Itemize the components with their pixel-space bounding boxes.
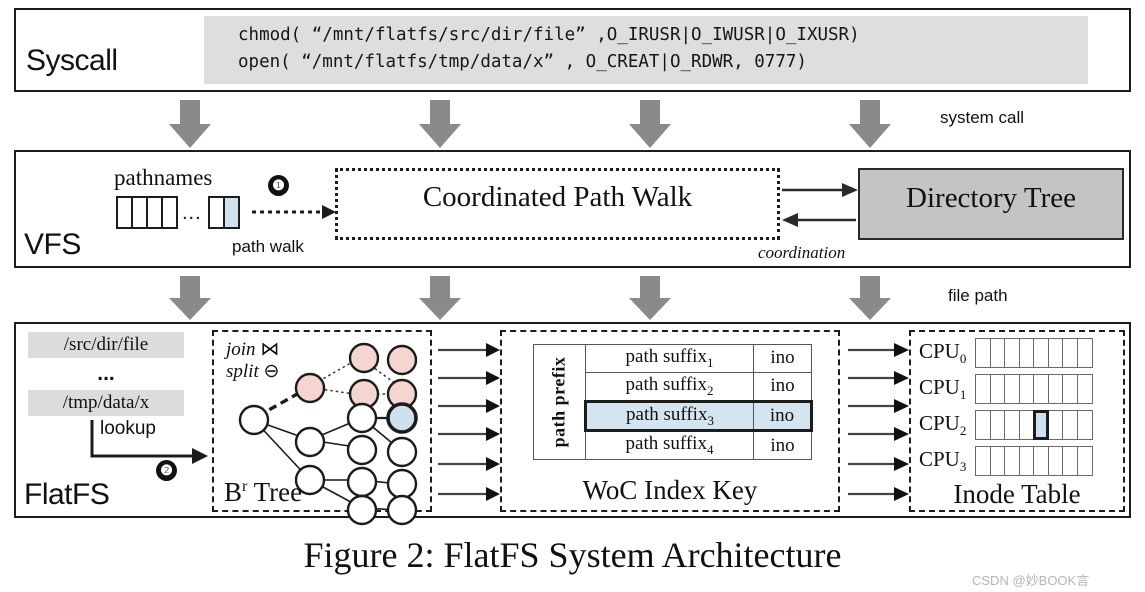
tree-op-split-label: split [226,361,259,382]
pathnames-cells: ... [116,196,240,229]
step-1-badge: ❶ [268,175,289,196]
inode-cpu-row: CPU2 [919,410,1093,440]
inode-cell [1076,338,1093,368]
join-symbol-icon: ⋈ [260,339,280,360]
directory-tree-box [858,168,1124,240]
inode-cell-active [1033,410,1049,440]
woc-ino-cell: ino [753,344,812,373]
cpu-label-index: 3 [959,459,967,475]
woc-ino-cell: ino [753,371,812,402]
pathname-cell [161,196,178,229]
br-tree-title-rest: Tree [247,477,303,507]
path-walk-label: path walk [232,237,304,256]
coordination-label: coordination [758,243,846,262]
inode-cpu-row: CPU3 [919,446,1093,476]
woc-path-prefix-label: path prefix [548,356,569,448]
pathnames-ellipsis: ... [182,202,202,224]
lookup-label: lookup [100,418,156,439]
inode-cpu-row: CPU0 [919,338,1093,368]
cpu-label-text: CPU [919,374,960,399]
woc-suffix-sub: 3 [707,412,714,428]
syscall-code-block: chmod( “/mnt/flatfs/src/dir/file” ,O_IRU… [204,16,1088,84]
coordinated-path-walk-label: Coordinated Path Walk [422,181,693,213]
cpu-cell-group [975,446,1093,476]
cpu-label-text: CPU [919,410,960,435]
woc-suffix-text: path suffix [625,346,707,367]
cpu-cell-group [975,338,1093,368]
flatfs-section-label: FlatFS [24,478,110,511]
cpu-label: CPU1 [919,375,975,403]
inode-table-panel: CPU0 CPU1 CPU2 CPU3 Inode Table [909,330,1125,512]
cpu-label-index: 1 [959,387,967,403]
flatfs-path-chip-2: /tmp/data/x [28,390,184,416]
cpu-label-index: 0 [959,351,967,367]
inode-cell [1076,410,1093,440]
woc-suffix-text: path suffix [625,373,707,395]
woc-suffix-cell: path suffix1 [585,344,754,373]
directory-tree-label: Directory Tree [906,182,1076,214]
br-tree-panel: join ⋈ split ⊖ [212,330,432,526]
woc-index-key-title: WoC Index Key [582,475,758,505]
watermark: CSDN @妙BOOK言 [972,573,1090,588]
syscall-code-line-2: open( “/mnt/flatfs/tmp/data/x” , O_CREAT… [238,52,807,72]
br-tree-title: Br Tree [214,477,430,508]
woc-suffix-sub: 4 [706,442,714,458]
step-2-badge: ❷ [156,460,177,481]
vfs-section-label: VFS [24,228,81,261]
syscall-code-line-1: chmod( “/mnt/flatfs/src/dir/file” ,O_IRU… [238,25,860,45]
table-row-highlighted: path suffix3 ino [534,399,813,433]
figure-caption: Figure 2: FlatFS System Architecture [303,535,842,575]
coordinated-path-walk-box [335,168,780,240]
cpu-label: CPU2 [919,411,975,439]
tree-op-join-label: join [226,339,256,360]
cpu-label-text: CPU [919,338,960,363]
inode-cell [1076,374,1093,404]
pathname-cell-active [222,196,240,229]
inode-cpu-row: CPU1 [919,374,1093,404]
tree-op-split: split ⊖ [226,360,279,383]
br-tree-highlighted-node [386,402,418,434]
cpu-label: CPU3 [919,447,975,475]
syscall-section-label: Syscall [26,44,118,77]
cpu-cell-group [975,374,1093,404]
cpu-label-index: 2 [959,423,967,439]
woc-suffix-text: path suffix [626,403,708,425]
cpu-label-text: CPU [919,446,960,471]
woc-path-prefix-cell: path prefix [533,343,586,461]
cpu-cell-group [975,410,1093,440]
table-row: path suffix2 ino [534,371,812,402]
woc-suffix-sub: 1 [706,354,714,370]
pathnames-title: pathnames [114,165,213,190]
woc-suffix-cell: path suffix2 [585,371,754,402]
system-call-flow-label: system call [940,108,1025,127]
woc-ino-cell: ino [753,430,812,461]
flatfs-path-chip-1: /src/dir/file [28,332,184,358]
inode-cell [1076,446,1093,476]
cpu-label: CPU0 [919,339,975,367]
woc-index-key-panel: path prefix path suffix1 ino path suffix… [500,330,840,512]
split-symbol-icon: ⊖ [263,361,280,382]
br-tree-title-b: B [224,477,243,507]
woc-ino-cell-active: ino [753,399,813,433]
flatfs-path-ellipsis: ... [97,362,115,385]
table-row: path prefix path suffix1 ino [533,343,812,461]
file-path-flow-label: file path [948,286,1008,305]
table-row: path suffix4 ino [534,430,812,461]
woc-suffix-text: path suffix [625,433,707,455]
woc-index-table: path prefix path suffix1 ino path suffix… [533,343,813,461]
br-tree-title-sup: r [242,478,248,495]
inode-table-title: Inode Table [953,479,1081,509]
tree-op-join: join ⋈ [226,338,279,361]
woc-suffix-cell-active: path suffix3 [584,399,754,433]
woc-suffix-sub: 2 [706,382,714,398]
woc-suffix-cell: path suffix4 [585,430,754,461]
